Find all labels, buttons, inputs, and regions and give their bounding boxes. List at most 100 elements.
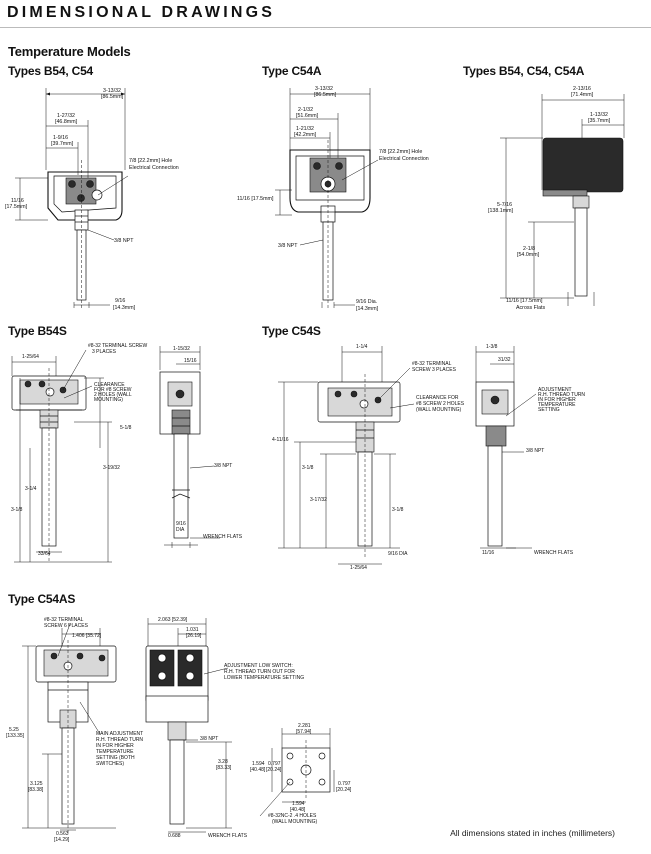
drawing-c54s: 1-1/4 #8-32 TERMINAL SCREW 3 PLACES CLEA… — [270, 338, 651, 578]
dim-label: FOR #8 SCREW — [94, 387, 132, 393]
drawing-b54s-svg — [11, 346, 220, 563]
dim-label: 3-19/32 — [103, 465, 120, 471]
dim-label: #8-32NC-2 .4 HOLES — [268, 813, 317, 819]
drawing-c54as-svg — [22, 618, 335, 834]
dim-label: SETTING — [538, 407, 560, 413]
dim-label: 3/8 NPT — [526, 448, 545, 454]
dim-label: 0.797 — [338, 781, 351, 787]
dim-label: 1-25/64 — [22, 354, 39, 360]
dim-label: 31/32 — [498, 357, 511, 363]
dim-label: 5-7/16 — [497, 202, 513, 208]
dim-label: SETTING (BOTH — [96, 755, 135, 761]
dim-label: IN FOR HIGHER — [538, 397, 576, 403]
dim-label: 3-1/8 — [302, 465, 314, 471]
dim-label: 11/16 — [482, 550, 495, 556]
dim-label: 15/16 — [184, 358, 197, 364]
dim-label: 0.797 — [268, 761, 281, 767]
dim-label: #8-32 TERMINAL — [44, 617, 84, 623]
dim-label: 33/64 — [38, 551, 51, 557]
dim-label: Electrical Connection — [129, 165, 179, 171]
panel-title-side: Types B54, C54, C54A — [463, 64, 585, 78]
panel-title-c54as: Type C54AS — [8, 592, 76, 606]
drawing-c54as: #8-32 TERMINAL SCREW 6 PLACES 1.406 [35.… — [0, 606, 651, 846]
dim-label: 11/16 [17.5mm] — [506, 298, 543, 304]
dim-label: [40.48] — [290, 807, 306, 813]
dim-label: 3/8 NPT — [278, 243, 298, 249]
dim-label: 1.594 — [252, 761, 265, 767]
dim-label: 3/8 NPT — [214, 463, 233, 469]
dim-label: [14.29] — [54, 837, 70, 843]
dim-label: WRENCH FLATS — [208, 833, 248, 839]
dim-label: (WALL MOUNTING) — [416, 407, 462, 413]
drawing-side-svg — [500, 94, 625, 306]
dim-label: 1-1/4 — [356, 344, 368, 350]
dim-label: R.H. THREAD TURN — [538, 392, 586, 398]
dim-label: #8-32 TERMINAL SCREW — [88, 343, 148, 349]
dim-label: [35.7mm] — [588, 118, 611, 124]
dim-label: SCREW 3 PLACES — [412, 367, 456, 373]
panel-title-c54s: Type C54S — [262, 324, 321, 338]
dim-label: R.H. THREAD TURN — [96, 737, 144, 743]
dim-label: [51.6mm] — [296, 113, 319, 119]
drawing-c54a-svg — [275, 88, 379, 310]
dim-label: [20.24] — [336, 787, 352, 793]
drawing-c54a: 3-13/32 [86.5mm] 2-1/32 [51.6mm] 1-21/32… — [230, 80, 460, 320]
dim-label: 3.125 — [30, 781, 43, 787]
dim-label: 9/16 — [176, 521, 186, 527]
dim-label: [14.3mm] — [356, 306, 379, 312]
dim-label: [83.33] — [216, 765, 232, 771]
dim-label: #8 SCREW 2 HOLES — [416, 401, 465, 407]
dim-label: 1-27/32 — [57, 113, 75, 119]
dim-label: 1-9/16 — [53, 135, 69, 141]
dim-label: Across Flats — [516, 305, 546, 311]
dim-label: 5-1/8 — [120, 425, 132, 431]
section-title: Temperature Models — [8, 44, 131, 59]
dim-label: R.H. THREAD TURN OUT FOR — [224, 669, 295, 675]
dim-label: 3-1/4 — [25, 486, 37, 492]
dim-label: 3 PLACES — [92, 349, 116, 355]
dim-label: DIA — [176, 527, 185, 533]
dim-label: 2.281 — [298, 723, 311, 729]
dim-label: 11/16 — [11, 198, 24, 204]
dim-label: MOUNTING) — [94, 397, 123, 403]
dim-label: 2 HOLES (WALL — [94, 392, 132, 398]
dim-label: 4-11/16 — [272, 437, 289, 443]
dim-label: 3-13/32 — [103, 88, 121, 94]
footer-note: All dimensions stated in inches (millime… — [450, 828, 615, 838]
dim-label: CLEARANCE FOR — [416, 395, 459, 401]
dim-label: 1-25/64 — [350, 565, 367, 571]
dim-label: [57.94] — [296, 729, 312, 735]
dim-label: 2-1/32 — [298, 107, 314, 113]
dim-label: 3-17/32 — [310, 497, 327, 503]
dim-label: 0.688 — [168, 833, 181, 839]
dim-label: MAIN ADJUSTMENT — [96, 731, 144, 737]
dim-label: 3.28 — [218, 759, 228, 765]
dim-label: 1.594 — [292, 801, 305, 807]
panel-title-b54-c54: Types B54, C54 — [8, 64, 94, 78]
dim-label: 2-13/16 — [573, 86, 591, 92]
dim-label: 9/16 DIA — [388, 551, 408, 557]
dim-label: [138.1mm] — [488, 208, 514, 214]
dim-label: WRENCH FLATS — [203, 534, 243, 540]
dim-label: 1-15/32 — [173, 346, 190, 352]
dim-label: 1-21/32 — [296, 126, 314, 132]
dim-label: 1-3/8 — [486, 344, 498, 350]
dim-label: 3-13/32 — [315, 86, 333, 92]
dim-label: [46.8mm] — [55, 119, 78, 125]
dim-label: TEMPERATURE — [538, 402, 576, 408]
dim-label: [54.0mm] — [517, 252, 540, 258]
dim-label: [86.5mm] — [101, 94, 124, 100]
page-title: DIMENSIONAL DRAWINGS — [7, 4, 276, 21]
dim-label: SCREW 6 PLACES — [44, 623, 88, 629]
dim-label: ADJUSTMENT LOW SWITCH: — [224, 663, 293, 669]
dim-label: 0.563 — [56, 831, 69, 837]
drawing-b54-c54-svg — [15, 88, 129, 310]
drawing-b54-c54: 3-13/32 [86.5mm] 1-27/32 [46.8mm] 1-9/16… — [0, 80, 220, 320]
dim-label: 9/16 Dia. — [356, 299, 378, 305]
dim-label: ADJUSTMENT — [538, 387, 572, 393]
dim-label: 7/8 [22.2mm] Hole — [129, 158, 173, 164]
dim-label: [42.2mm] — [294, 132, 317, 138]
drawing-side: 2-13/16 [71.4mm] 1-13/32 [35.7mm] 5-7/16… — [470, 80, 651, 320]
dim-label: Electrical Connection — [379, 156, 429, 162]
dim-label: SWITCHES) — [96, 761, 125, 767]
